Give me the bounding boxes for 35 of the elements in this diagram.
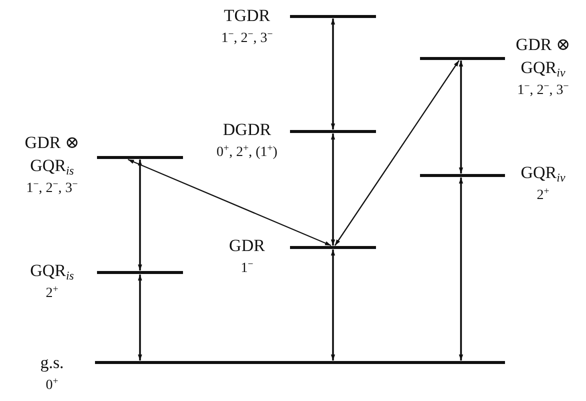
energy-level-line (95, 361, 505, 364)
transition-arrow (128, 158, 332, 246)
energy-level-line (290, 15, 376, 18)
energy-level-line (420, 57, 505, 60)
level-label: GQR$_{is}$ (30, 260, 74, 282)
energy-level-line (290, 130, 376, 133)
level-label: GDR ⊗ (516, 34, 570, 56)
level-label: g.s. (40, 352, 64, 374)
transition-arrow (458, 60, 464, 174)
energy-level-line (290, 246, 376, 249)
transition-arrow (458, 178, 464, 360)
level-label: 1$^{−}$, 2$^{−}$, 3$^{−}$ (26, 178, 78, 198)
energy-level-line (97, 156, 183, 159)
level-label: TGDR (224, 5, 270, 27)
level-label: DGDR (222, 119, 272, 141)
transition-arrow (138, 274, 142, 360)
level-label: 2$^{+}$ (46, 283, 58, 303)
level-label: GDR ⊗ (24, 132, 80, 154)
level-label: GQR$_{iv}$ (520, 57, 566, 79)
level-label: GQR$_{is}$ (30, 155, 74, 177)
level-label: 1$^{−}$ (240, 258, 254, 278)
level-label: 0$^{+}$, 2$^{+}$, (1$^{+}$) (216, 142, 278, 162)
transition-arrow (330, 18, 336, 130)
level-label: 1$^{−}$, 2$^{−}$, 3$^{−}$ (517, 80, 569, 100)
energy-level-line (420, 174, 505, 177)
level-label: GDR (229, 235, 265, 257)
transition-arrow (138, 160, 142, 270)
energy-level-line (97, 271, 183, 274)
level-label: 1$^{−}$, 2$^{−}$, 3$^{−}$ (221, 28, 273, 48)
level-label: GQR$_{iv}$ (520, 162, 566, 184)
level-label: 0$^{+}$ (46, 375, 58, 395)
transition-arrow (330, 250, 336, 360)
level-label: 2$^{+}$ (536, 185, 550, 205)
transition-arrow (334, 60, 460, 246)
transition-arrow (330, 134, 336, 246)
